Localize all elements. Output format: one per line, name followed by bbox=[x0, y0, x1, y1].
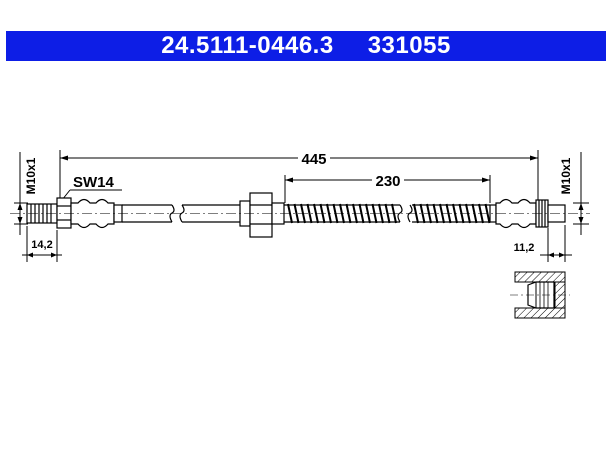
dimension-hose-label: 230 bbox=[375, 173, 400, 190]
right-length-dimension bbox=[540, 225, 572, 262]
left-thread-label: M10x1 bbox=[24, 157, 38, 194]
bracket-nut bbox=[239, 192, 285, 238]
title-bar: 24.5111-0446.3 331055 bbox=[6, 31, 606, 61]
left-length-dimension bbox=[22, 226, 62, 262]
dimension-hose bbox=[284, 175, 491, 203]
right-length-label: 11,2 bbox=[514, 242, 535, 254]
dimension-total-label: 445 bbox=[301, 151, 326, 168]
left-fitting bbox=[26, 197, 123, 229]
spiral-winding bbox=[365, 203, 371, 224]
title: 24.5111-0446.3 331055 bbox=[161, 32, 451, 60]
left-thread-dimension bbox=[14, 152, 28, 235]
reference-number: 331055 bbox=[367, 32, 451, 59]
left-length-label: 14,2 bbox=[31, 239, 52, 251]
spiral-winding bbox=[293, 203, 300, 224]
spiral-winding bbox=[384, 203, 391, 224]
port-section-detail bbox=[510, 271, 570, 319]
spiral-winding bbox=[306, 203, 313, 224]
part-number: 24.5111-0446.3 bbox=[161, 32, 334, 59]
left-tube bbox=[122, 204, 240, 223]
spiral-winding bbox=[432, 203, 439, 224]
wrench-size-label: SW14 bbox=[73, 174, 115, 191]
spiral-winding bbox=[378, 203, 384, 224]
right-thread-dimension bbox=[573, 152, 589, 235]
spiral-winding bbox=[419, 203, 426, 224]
dimension-total bbox=[59, 150, 539, 200]
right-thread-label: M10x1 bbox=[559, 157, 573, 194]
